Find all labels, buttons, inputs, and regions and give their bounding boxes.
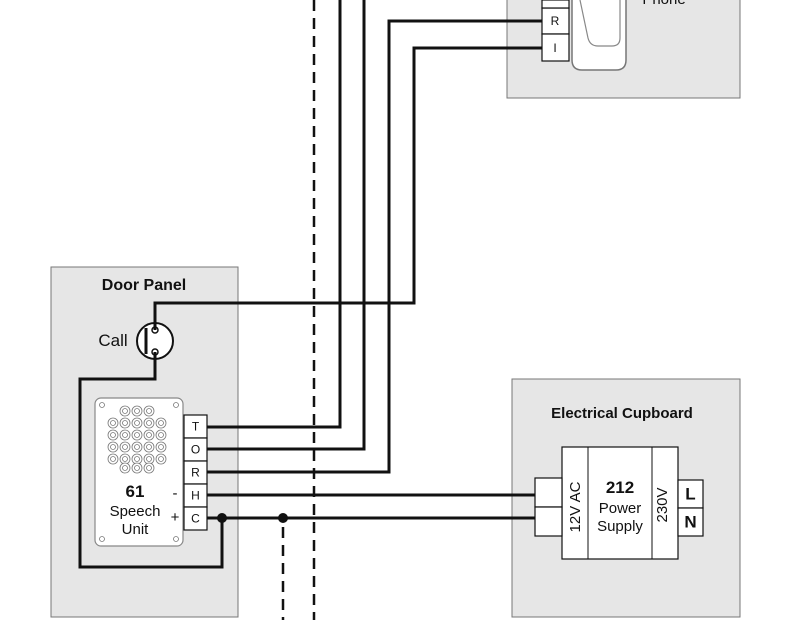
speech-unit-model: 61: [126, 482, 145, 501]
electrical-cupboard-title: Electrical Cupboard: [551, 405, 693, 422]
speaker-hole-inner: [110, 420, 116, 426]
junction-dot-branch: [278, 513, 288, 523]
phone-terminal-i: [541, 33, 570, 62]
speech-unit-name-1: Speech: [110, 503, 161, 520]
speaker-hole-inner: [122, 465, 128, 471]
door-terminal-o-label: O: [191, 443, 200, 457]
power-input-terminal-1: [534, 477, 563, 508]
wire-call-i: [153, 46, 542, 330]
speaker-hole-inner: [146, 465, 152, 471]
wire-o: [207, 0, 366, 451]
phone-panel: Phone R I: [506, 0, 741, 99]
speaker-hole-inner: [110, 444, 116, 450]
phone-terminal-r-label: R: [551, 14, 560, 28]
door-panel-title: Door Panel: [102, 277, 186, 294]
mains-terminal-l-label: L: [685, 485, 695, 504]
speaker-hole-inner: [134, 444, 140, 450]
phone-title: Phone: [642, 0, 685, 8]
wire-call-c-loop: [78, 352, 224, 569]
speech-unit-plus: +: [171, 509, 180, 526]
power-supply-input-label: 12V AC: [567, 481, 584, 532]
call-label: Call: [98, 331, 127, 350]
phone-terminal-i-label: I: [553, 41, 556, 55]
speaker-hole-inner: [158, 456, 164, 462]
speaker-hole-inner: [158, 444, 164, 450]
door-terminal-r-label: R: [191, 466, 200, 480]
speaker-hole-inner: [134, 432, 140, 438]
power-input-terminal-2: [534, 506, 563, 537]
speaker-hole-inner: [134, 465, 140, 471]
speaker-hole-inner: [146, 444, 152, 450]
power-supply-mains-label: 230V: [654, 487, 671, 522]
power-supply-name-2: Supply: [597, 518, 643, 535]
speech-unit-name-2: Unit: [122, 521, 150, 538]
speech-unit-minus: -: [173, 485, 178, 502]
mains-terminal-n-label: N: [684, 513, 696, 532]
phone-terminal-top: [541, 0, 570, 9]
speaker-hole-inner: [146, 408, 152, 414]
wire-t: [207, 0, 342, 429]
speaker-hole-inner: [122, 420, 128, 426]
speaker-hole-inner: [134, 408, 140, 414]
speaker-hole-inner: [134, 456, 140, 462]
speaker-hole-inner: [110, 456, 116, 462]
speaker-hole-inner: [146, 420, 152, 426]
power-supply-box: [561, 446, 679, 560]
mains-terminal-n: [677, 507, 704, 537]
wire-r: [207, 19, 542, 474]
speaker-hole-inner: [122, 444, 128, 450]
phone-handset-icon: [571, 0, 627, 71]
door-terminal-t-label: T: [192, 420, 200, 434]
speaker-hole-inner: [146, 432, 152, 438]
speaker-hole-inner: [146, 456, 152, 462]
electrical-cupboard: Electrical Cupboard 212 Power Supply 12V…: [511, 378, 741, 618]
speaker-hole-inner: [110, 432, 116, 438]
door-panel: Door Panel Call 61 Speech Unit - + T O R: [50, 266, 239, 618]
speaker-hole-inner: [158, 432, 164, 438]
speaker-hole-inner: [122, 432, 128, 438]
speaker-hole-inner: [158, 420, 164, 426]
junction-dot-c: [217, 513, 227, 523]
power-supply-name-1: Power: [599, 500, 642, 517]
speaker-grille-icon: [99, 402, 179, 542]
door-terminal-h-label: H: [191, 489, 200, 503]
power-supply-model: 212: [606, 478, 634, 497]
speaker-hole-inner: [134, 420, 140, 426]
speaker-hole-inner: [122, 456, 128, 462]
door-terminal-c-label: C: [191, 512, 200, 526]
mains-terminal-l: [677, 479, 704, 509]
speaker-hole-inner: [122, 408, 128, 414]
